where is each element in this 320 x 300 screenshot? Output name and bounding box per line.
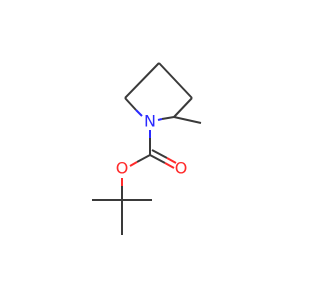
carbonyl-double-bond-a-carbon xyxy=(149,154,166,164)
carbonyl-double-bond-b-carbon xyxy=(151,149,168,159)
ester-bond-carbon xyxy=(136,154,151,163)
carbonyl-double-bond-b-oxygen xyxy=(166,157,177,164)
nitrogen-label: N xyxy=(144,112,156,131)
ring-bond-c5-c4 xyxy=(124,62,160,99)
ring-bond-c3-c2 xyxy=(173,97,193,118)
molecule-diagram: N O O xyxy=(92,62,202,235)
structure-canvas: N O O xyxy=(92,62,202,235)
ring-bond-c5-n-carbon xyxy=(124,97,137,111)
ring-bond-c4-c3 xyxy=(158,62,193,99)
ring-bond-c2-n-carbon xyxy=(161,116,175,120)
carbonyl-double-bond-a-oxygen xyxy=(164,162,175,169)
ether-oxygen-label: O xyxy=(116,159,129,178)
carbonyl-oxygen-label: O xyxy=(175,159,188,178)
ring-bond-c5-n-nitrogen xyxy=(135,109,143,117)
methyl-bond xyxy=(173,116,202,124)
ester-bond-oxygen xyxy=(129,161,138,167)
ring-bond-c2-n-nitrogen xyxy=(157,118,163,121)
